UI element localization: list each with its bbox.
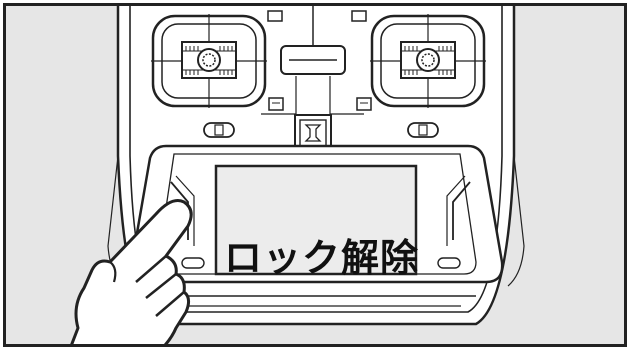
touch-screen-icon (214, 164, 418, 276)
unlock-label: ロック解除 (224, 236, 420, 280)
left-gimbal-stick-icon (151, 14, 267, 108)
right-gimbal-stick-icon (370, 14, 486, 108)
illustration-frame: ロック解除 (3, 3, 627, 347)
transmitter-illustration (70, 6, 525, 344)
pointing-hand-icon (70, 199, 193, 344)
